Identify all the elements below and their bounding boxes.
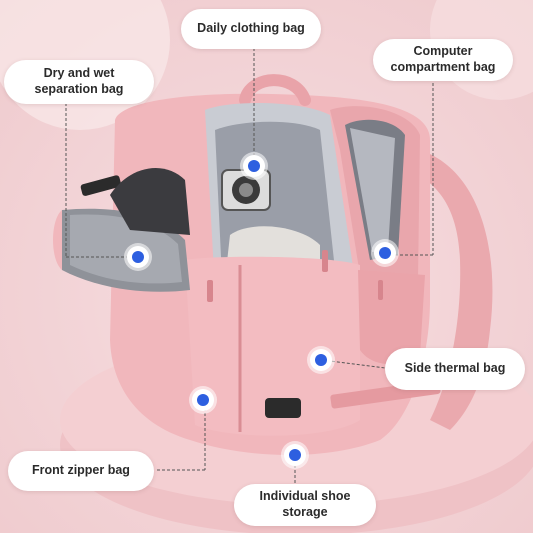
callout-label: Computer compartment bag: [390, 44, 496, 74]
callout-front-zipper-bag: Front zipper bag: [8, 451, 154, 491]
hotspot-marker-daily: [243, 155, 265, 177]
callout-computer-compartment-bag: Computer compartment bag: [373, 39, 513, 81]
callout-dry-wet-separation-bag: Dry and wet separation bag: [4, 60, 154, 104]
hotspot-marker-thermal: [310, 349, 332, 371]
hotspot-marker-shoe: [284, 444, 306, 466]
callout-label: Individual shoe storage: [259, 489, 351, 519]
hotspot-marker-front: [192, 389, 214, 411]
callout-label: Daily clothing bag: [197, 21, 305, 36]
hotspot-marker-computer: [374, 242, 396, 264]
callout-label: Dry and wet separation bag: [34, 66, 124, 96]
callout-label: Front zipper bag: [32, 463, 130, 478]
hotspot-marker-drywet: [127, 246, 149, 268]
callout-daily-clothing-bag: Daily clothing bag: [181, 9, 321, 49]
callout-side-thermal-bag: Side thermal bag: [385, 348, 525, 390]
callout-individual-shoe-storage: Individual shoe storage: [234, 484, 376, 526]
callout-label: Side thermal bag: [404, 361, 506, 376]
